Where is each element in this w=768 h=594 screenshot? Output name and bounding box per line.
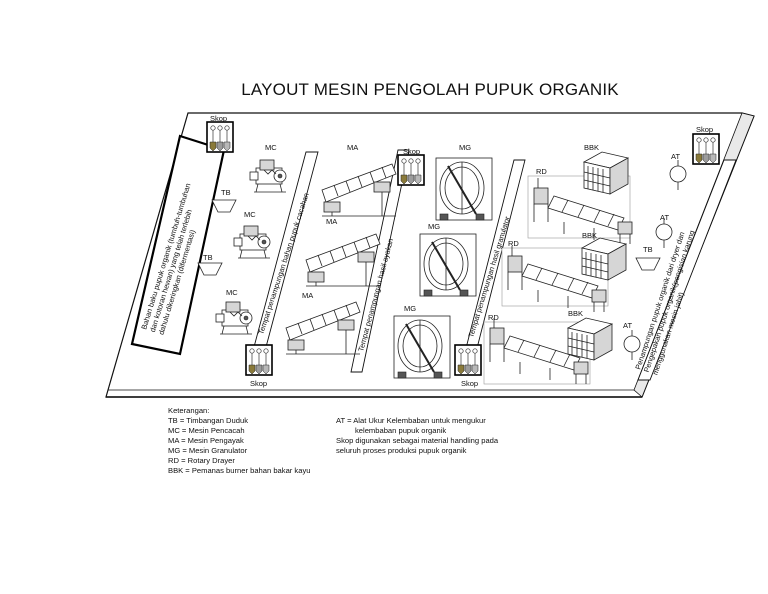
mesin-granulator-1: MG xyxy=(435,143,493,221)
page-title: LAYOUT MESIN PENGOLAH PUPUK ORGANIK xyxy=(241,80,619,99)
svg-text:MC: MC xyxy=(244,210,256,219)
svg-text:MA: MA xyxy=(302,291,313,300)
mesin-pengayak-2: MA xyxy=(305,217,381,287)
legend-item: MG = Mesin Granulator xyxy=(168,446,248,455)
mesin-pengayak-3: MA xyxy=(285,291,361,355)
svg-text:MA: MA xyxy=(347,143,358,152)
legend-item: MC = Mesin Pencacah xyxy=(168,426,245,435)
svg-text:MC: MC xyxy=(226,288,238,297)
alat-ukur-kelembaban-1: AT xyxy=(669,152,687,191)
mesin-granulator-3: MG xyxy=(393,304,451,379)
svg-text:MG: MG xyxy=(428,222,440,231)
svg-text:BBK: BBK xyxy=(584,143,599,152)
svg-text:Skop: Skop xyxy=(696,125,713,134)
svg-text:RD: RD xyxy=(536,167,547,176)
svg-text:BBK: BBK xyxy=(568,309,583,318)
legend-item: Skop digunakan sebagai material handling… xyxy=(336,436,499,445)
legend-item: kelembaban pupuk organik xyxy=(355,426,447,435)
svg-text:RD: RD xyxy=(508,239,519,248)
svg-text:Skop: Skop xyxy=(403,147,420,156)
legend-item: seluruh proses produksi pupuk organik xyxy=(336,446,467,455)
svg-text:BBK: BBK xyxy=(582,231,597,240)
mesin-pencacah-1: MC xyxy=(249,143,287,193)
legend-right: AT = Alat Ukur Kelembaban untuk mengukur… xyxy=(336,416,498,456)
svg-text:RD: RD xyxy=(488,313,499,322)
mesin-pencacah-3: MC xyxy=(215,288,253,335)
legend-item: TB = Timbangan Duduk xyxy=(168,416,248,425)
mesin-pengayak-1: MA xyxy=(321,143,397,217)
svg-text:AT: AT xyxy=(671,152,680,161)
alat-ukur-kelembaban-2: AT xyxy=(655,213,673,249)
mesin-pencacah-2: MC xyxy=(233,210,271,259)
svg-text:MA: MA xyxy=(326,217,337,226)
legend-left: Keterangan: TB = Timbangan Duduk MC = Me… xyxy=(168,406,310,476)
svg-text:MG: MG xyxy=(459,143,471,152)
legend-heading: Keterangan: xyxy=(168,406,210,415)
skop-2: Skop xyxy=(397,147,425,186)
svg-text:AT: AT xyxy=(660,213,669,222)
timbangan-duduk-1: TB xyxy=(211,188,237,213)
skop-1: Skop xyxy=(206,114,234,153)
svg-text:AT: AT xyxy=(623,321,632,330)
pemanas-burner-3: BBK xyxy=(567,309,613,361)
alat-ukur-kelembaban-3: AT xyxy=(623,321,641,361)
timbangan-duduk-3: TB xyxy=(635,245,661,271)
svg-text:Skop: Skop xyxy=(250,379,267,388)
zone-divider-final xyxy=(637,159,737,381)
svg-text:TB: TB xyxy=(203,253,213,262)
skop-5: Skop xyxy=(692,125,720,165)
timbangan-duduk-2: TB xyxy=(197,253,223,276)
pemanas-burner-2: BBK xyxy=(581,231,627,281)
mesin-granulator-2: MG xyxy=(419,222,477,297)
svg-text:TB: TB xyxy=(643,245,653,254)
svg-text:MG: MG xyxy=(404,304,416,313)
svg-text:TB: TB xyxy=(221,188,231,197)
zone-divider-ayakan xyxy=(350,149,410,373)
skop-3: Skop xyxy=(245,344,273,388)
legend-item: BBK = Pemanas burner bahan bakar kayu xyxy=(168,466,311,475)
svg-text:Skop: Skop xyxy=(461,379,478,388)
legend-item: RD = Rotary Drayer xyxy=(168,456,235,465)
legend-item: AT = Alat Ukur Kelembaban untuk mengukur xyxy=(336,416,486,425)
svg-text:MC: MC xyxy=(265,143,277,152)
pemanas-burner-1: BBK xyxy=(583,143,629,195)
skop-4: Skop xyxy=(454,344,482,388)
svg-text:Skop: Skop xyxy=(210,114,227,123)
legend-item: MA = Mesin Pengayak xyxy=(168,436,244,445)
